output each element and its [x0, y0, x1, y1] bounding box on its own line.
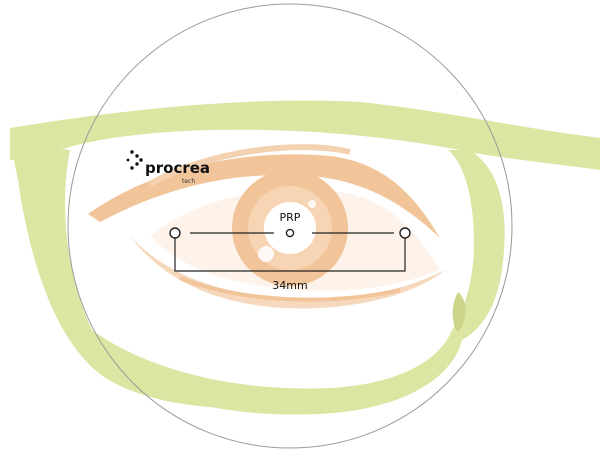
glasses-frame	[10, 100, 600, 415]
frame-nose-pad	[452, 292, 466, 332]
eye-crease	[148, 144, 351, 187]
left-marker	[169, 227, 181, 239]
iris-highlight	[258, 246, 274, 262]
prp-marker	[285, 228, 295, 238]
pupil	[264, 202, 316, 254]
eye-upper-lid	[88, 154, 440, 238]
frame-top-band	[10, 100, 600, 170]
logo-name: procrea	[145, 159, 210, 177]
arrow-dots-icon	[126, 150, 143, 170]
eye-lower-lash	[179, 276, 401, 302]
lens-circle	[67, 3, 513, 449]
frame-bottom-rim	[92, 330, 462, 415]
logo-sub: tech	[182, 178, 195, 185]
distance-label: 34mm	[272, 279, 307, 292]
frame-left-rim	[12, 149, 280, 409]
prp-label: PRP	[280, 211, 301, 224]
logo: procrea tech	[126, 150, 210, 185]
eye-lower-lid	[130, 236, 445, 309]
right-marker	[399, 227, 411, 239]
eye-illustration	[88, 144, 445, 309]
distance-bracket	[174, 238, 406, 272]
iris-highlight-small	[308, 200, 316, 208]
frame-right-rim	[448, 150, 505, 340]
measurement: PRP 34mm	[169, 211, 411, 292]
